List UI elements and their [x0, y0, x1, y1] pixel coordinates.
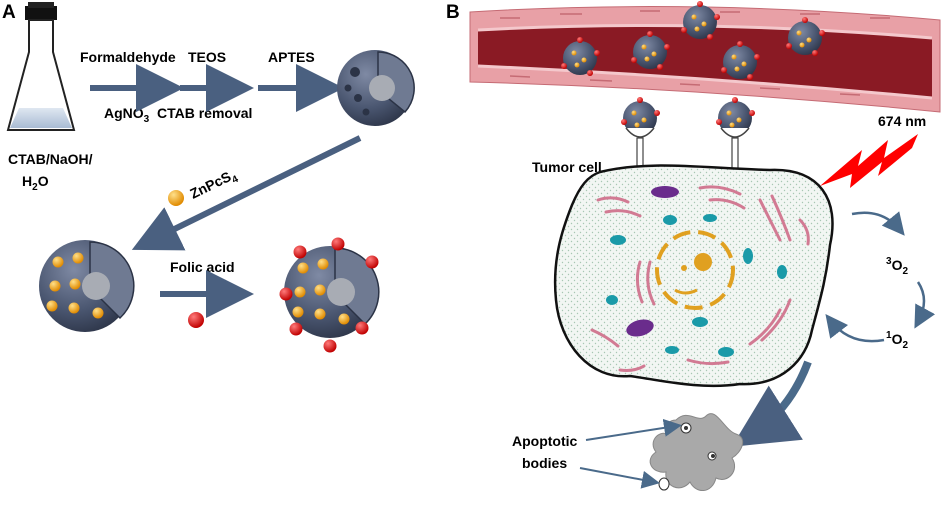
- step-formaldehyde-label: Formaldehyde: [80, 49, 176, 65]
- step-agno3-label: AgNO3: [104, 105, 150, 125]
- singlet-oxygen-label: 1O2: [886, 330, 908, 351]
- arrow-oxygen-conversion: [914, 281, 936, 329]
- folic-acid-icon: [188, 312, 204, 328]
- flask-contents-label: CTAB/NaOH/: [8, 151, 93, 167]
- arrow-apoptosis: [731, 360, 812, 447]
- flask-icon: [6, 2, 76, 131]
- step-aptes-label: APTES: [268, 49, 315, 65]
- receptor-bound-nanoparticles: [621, 97, 755, 171]
- step-ctab-removal-label: CTAB removal: [157, 105, 252, 121]
- apoptotic-bodies-label: Apoptotic: [512, 433, 578, 449]
- arrow-singlet-oxygen-to-cell: [825, 314, 885, 343]
- triplet-oxygen-label: 3O2: [886, 256, 908, 277]
- mesoporous-nanoparticle: [337, 50, 415, 126]
- arrow-loading: [131, 135, 362, 251]
- pointer-apoptotic-body-2: [579, 467, 660, 489]
- panel-b-letter: B: [446, 2, 460, 23]
- apoptotic-bodies-label-line2: bodies: [522, 455, 567, 471]
- tumor-cell-label: Tumor cell: [532, 159, 602, 175]
- wavelength-label: 674 nm: [878, 113, 926, 129]
- water-label: H2O: [22, 173, 49, 193]
- drug-loaded-nanoparticle: [39, 240, 135, 332]
- step-folic-acid-label: Folic acid: [170, 259, 235, 275]
- panel-a-letter: A: [2, 2, 16, 23]
- folate-targeted-nanoparticle: [279, 237, 380, 353]
- arrow-energy-transfer: [851, 211, 905, 236]
- circulating-nanoparticles: [561, 1, 825, 80]
- apoptotic-cell: [649, 413, 744, 491]
- tumor-cell: [553, 164, 834, 388]
- pointer-apoptotic-body-1: [585, 418, 682, 441]
- znpcs4-icon: [168, 190, 184, 206]
- step-teos-label: TEOS: [188, 49, 226, 65]
- laser-bolt-icon: [820, 134, 918, 188]
